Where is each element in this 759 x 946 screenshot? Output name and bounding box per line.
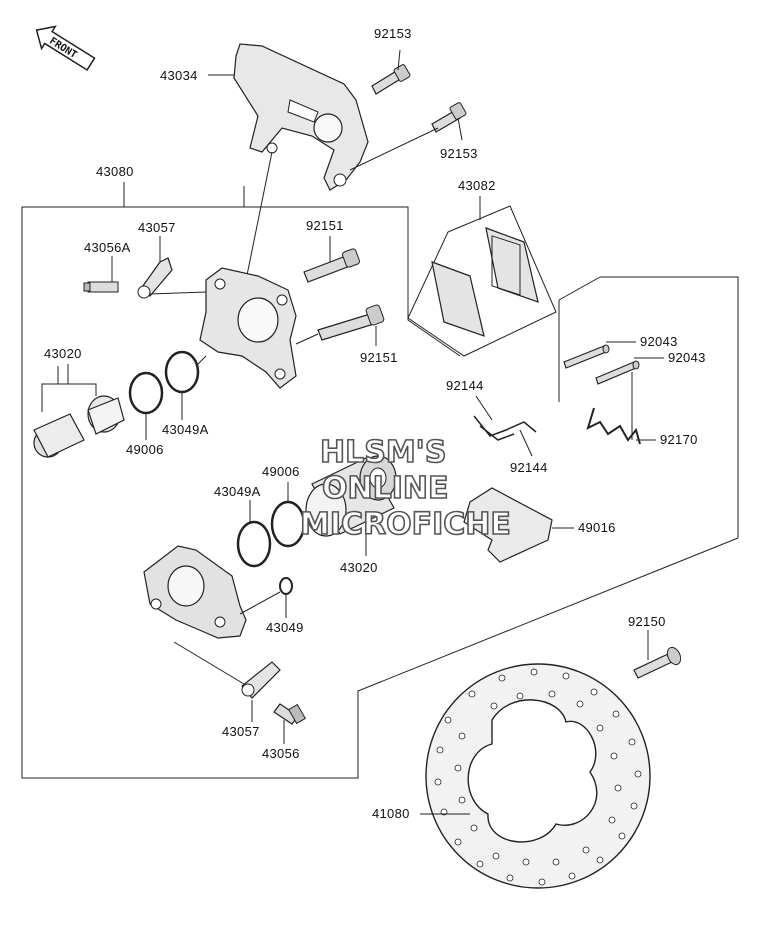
- bleeder-valve-43056: [273, 703, 307, 725]
- label-43080: 43080: [96, 164, 134, 179]
- label-49006-top: 49006: [126, 442, 164, 457]
- brake-disc: [425, 663, 651, 889]
- front-arrow-icon: FRONT: [35, 25, 96, 71]
- label-43020-left: 43020: [44, 346, 82, 361]
- label-92153-top: 92153: [374, 26, 412, 41]
- label-43020-right: 43020: [340, 560, 378, 575]
- watermark-line-3: MICROFICHE: [300, 507, 511, 542]
- label-43056: 43056: [262, 746, 300, 761]
- pin-92043-lower: [595, 360, 640, 385]
- lever-43057-lower: [241, 661, 281, 699]
- piston-43020-right: [305, 455, 397, 537]
- bolt-92151-lower: [317, 304, 385, 341]
- label-49016: 49016: [578, 520, 616, 535]
- label-41080: 41080: [372, 806, 410, 821]
- caliper-body: [143, 545, 247, 639]
- seal-43049a-upper: [164, 350, 200, 394]
- label-43057-bottom: 43057: [222, 724, 260, 739]
- pin-92043-upper: [563, 344, 610, 369]
- label-92170: 92170: [660, 432, 698, 447]
- caliper-assembly-frame: [21, 206, 739, 779]
- disc-bolt-92150: [633, 646, 682, 679]
- pad-shim-49016: [463, 487, 553, 563]
- watermark: HLSM'S ONLINE MICROFICHE: [299, 434, 512, 543]
- seal-49006-upper: [128, 371, 164, 415]
- label-92043-bottom: 92043: [668, 350, 706, 365]
- label-92043-top: 92043: [640, 334, 678, 349]
- label-92151-bottom: 92151: [360, 350, 398, 365]
- label-43057-top: 43057: [138, 220, 176, 235]
- spring-clip-92170: [586, 407, 641, 445]
- label-92151-top: 92151: [306, 218, 344, 233]
- label-92144-bottom: 92144: [510, 460, 548, 475]
- bleeder-valve-43056a: [83, 281, 119, 293]
- label-43056a: 43056A: [84, 240, 131, 255]
- label-43082: 43082: [458, 178, 496, 193]
- bolt-92151-upper: [303, 248, 360, 283]
- seal-43049a-lower: [236, 520, 272, 568]
- caliper-bracket: [233, 43, 369, 191]
- label-43049: 43049: [266, 620, 304, 635]
- watermark-line-1: HLSM'S: [320, 435, 446, 470]
- caliper-carrier: [199, 267, 297, 389]
- label-92153-bottom: 92153: [440, 146, 478, 161]
- part-labels: 43034 92153 92153 43080 43082 43057 4305…: [44, 26, 706, 821]
- label-92144-top: 92144: [446, 378, 484, 393]
- label-49006-bottom: 49006: [262, 464, 300, 479]
- bolt-92153-upper: [371, 64, 411, 95]
- washer-43049: [279, 577, 293, 595]
- label-92150: 92150: [628, 614, 666, 629]
- lever-43057: [137, 257, 173, 299]
- piston-43020-left: [33, 395, 125, 458]
- brake-pads: [407, 205, 557, 357]
- label-43049a-top: 43049A: [162, 422, 209, 437]
- label-43034: 43034: [160, 68, 198, 83]
- label-43049a-bottom: 43049A: [214, 484, 261, 499]
- bolt-92153-lower: [431, 102, 467, 133]
- spring-92144: [473, 415, 537, 441]
- watermark-line-2: ONLINE: [322, 471, 449, 506]
